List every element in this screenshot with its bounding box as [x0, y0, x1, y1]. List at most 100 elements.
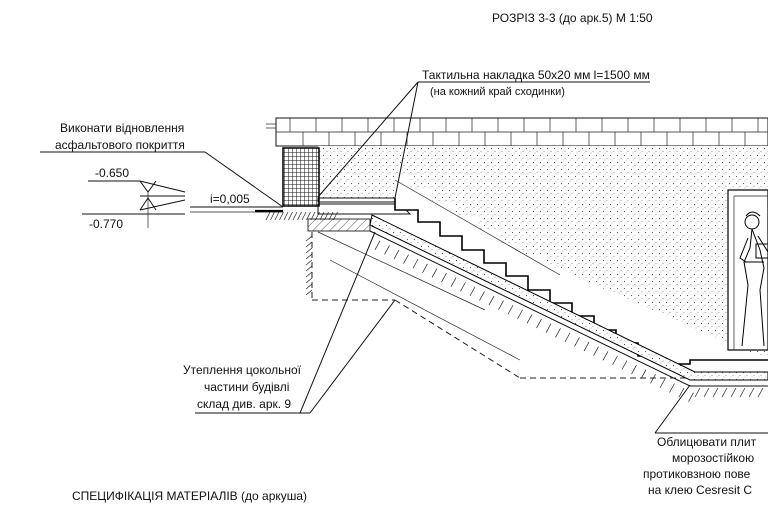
insulation-callout: Утеплення цокольної частини будівлі скла… — [183, 231, 396, 414]
ground-hatch-mark — [479, 291, 485, 301]
ground-hatch-mark — [621, 360, 628, 370]
insulation-note-line1: Утеплення цокольної — [183, 363, 302, 377]
ground-hatch-mark — [555, 328, 561, 338]
ground-hatch-mark — [315, 211, 320, 221]
ground-hatch-mark — [328, 211, 334, 221]
ground-hatch-mark — [333, 211, 338, 221]
ground-hatch-mark — [488, 295, 495, 306]
ground-hatch-mark — [305, 283, 313, 290]
ground-hatch-mark — [730, 387, 737, 398]
ground-hatch-mark — [721, 387, 728, 398]
slab-bottom-line — [369, 230, 691, 387]
ground-hatch-mark — [669, 383, 675, 393]
curb-block — [282, 147, 320, 207]
ground-hatch-mark — [678, 387, 685, 398]
asphalt-note-line2: асфальтового покриття — [55, 138, 185, 152]
asphalt-note-line1: Виконати відновлення — [60, 121, 184, 135]
ground-hatch-mark — [650, 374, 656, 384]
level-lower: -0.770 — [89, 217, 123, 231]
ground-hatch-mark — [305, 259, 313, 266]
ground-hatch-mark — [526, 314, 533, 324]
insulation-note-line3: склад див. арк. 9 — [197, 397, 291, 411]
ground-hatch-mark — [748, 387, 755, 398]
ground-hatch-mark — [305, 289, 313, 296]
ground-hatch-mark — [324, 211, 329, 221]
ground-hatch-mark — [564, 332, 571, 343]
ground-hatch-mark — [659, 378, 666, 389]
stair-slab — [369, 214, 768, 381]
ground-hatch-mark — [739, 387, 746, 398]
ground-hatch-mark — [305, 253, 313, 260]
ground-hatch-mark — [393, 249, 400, 260]
ground-hatch-mark — [305, 265, 313, 272]
ground-hatch-mark — [602, 351, 609, 361]
slope-label: i=0,005 — [210, 192, 250, 206]
level-upper: -0.650 — [95, 166, 129, 180]
ground-hatch-mark — [319, 211, 325, 221]
tactile-callout: Тактильна накладка 50х20 мм l=1500 мм (н… — [317, 68, 650, 199]
ground-hatch — [374, 240, 764, 402]
ground-hatch-mark — [583, 341, 590, 352]
ground-hatch-mark — [450, 277, 457, 287]
ground-hatch-mark — [292, 211, 298, 221]
ground-hatch-mark — [694, 387, 701, 398]
ground-hatch-mark — [305, 241, 313, 248]
insulation-note-line2: частини будівлі — [204, 380, 289, 394]
tactile-note-line1: Тактильна накладка 50х20 мм l=1500 мм — [422, 68, 650, 82]
tile-callout: Облицювати плит морозостійкою протиковзн… — [643, 384, 768, 497]
ground-hatch-mark — [545, 323, 552, 333]
ground-hatch-mark — [305, 247, 313, 254]
ground-hatch-mark — [517, 309, 523, 320]
left-ground-hatch — [265, 211, 338, 296]
human-figure-icon — [739, 211, 768, 347]
ground-hatch-mark — [441, 272, 447, 283]
ground-hatch-mark — [536, 318, 542, 329]
asphalt-surface — [190, 206, 283, 213]
section-line-c — [394, 179, 561, 276]
ground-hatch-mark — [306, 211, 311, 221]
brick-paving — [266, 117, 768, 147]
ground-hatch-mark — [688, 392, 694, 402]
soil-fill — [276, 146, 768, 355]
ground-hatch-mark — [712, 387, 719, 398]
section-line-b — [329, 259, 521, 361]
tile-note-line2: морозостійкою — [672, 451, 754, 465]
ground-hatch-mark — [703, 387, 710, 398]
ground-hatch-mark — [593, 346, 599, 356]
ground-hatch-mark — [412, 259, 419, 269]
ground-hatch-mark — [384, 245, 390, 255]
ground-hatch-mark — [631, 364, 637, 375]
tactile-note-line2: (на кожний край сходинки) — [430, 86, 565, 98]
ground-hatch-mark — [297, 211, 302, 221]
ground-hatch-mark — [283, 211, 289, 221]
ground-hatch-mark — [498, 300, 504, 310]
ground-hatch-mark — [403, 254, 409, 264]
ground-hatch-mark — [612, 355, 618, 366]
ground-hatch-mark — [279, 211, 284, 221]
asphalt-callout: Виконати відновлення асфальтового покрит… — [40, 121, 284, 208]
tile-note-line3: протиковзною пове — [643, 467, 751, 481]
ground-hatch-mark — [270, 211, 275, 221]
ground-hatch-mark — [574, 337, 580, 347]
ground-hatch-mark — [310, 211, 316, 221]
ground-hatch-mark — [274, 211, 280, 221]
ground-hatch-mark — [757, 387, 764, 398]
ground-hatch-mark — [431, 268, 438, 278]
ground-hatch-mark — [507, 305, 514, 315]
ground-hatch-mark — [301, 211, 307, 221]
ground-hatch-mark — [460, 282, 466, 292]
ground-hatch-mark — [288, 211, 293, 221]
section-line-a — [317, 231, 486, 311]
spec-heading: СПЕЦИФІКАЦІЯ МАТЕРІАЛІВ (до аркуша) — [72, 489, 307, 503]
ground-hatch-mark — [305, 271, 313, 278]
ground-hatch-mark — [469, 286, 476, 297]
ground-hatch-mark — [422, 263, 428, 274]
ground-hatch-mark — [305, 277, 313, 284]
ground-hatch-mark — [265, 211, 271, 221]
ground-hatch-mark — [640, 369, 647, 379]
ground-hatch-mark — [305, 235, 313, 242]
section-title: РОЗРІЗ 3-3 (до арк.5) М 1:50 — [492, 11, 653, 25]
tile-note-line4: на клею Cesresit C — [648, 483, 752, 497]
